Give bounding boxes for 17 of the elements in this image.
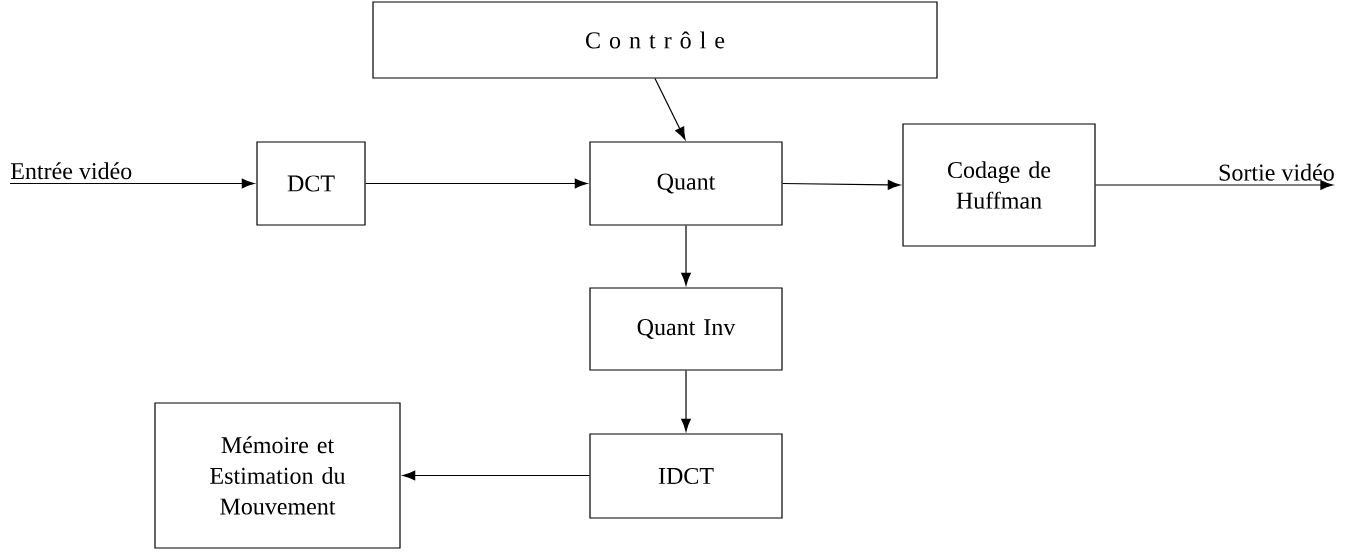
process-box: Quant xyxy=(589,141,783,226)
arrow xyxy=(1095,180,1334,190)
control-box: C o n t r ô l e xyxy=(372,1,938,79)
arrow xyxy=(681,370,691,432)
arrow xyxy=(9,178,255,189)
process-box: DCT xyxy=(256,141,366,226)
process-box: Quant Inv xyxy=(589,287,783,371)
arrow xyxy=(654,78,686,140)
process-box: IDCT xyxy=(589,433,783,519)
arrow xyxy=(681,225,691,286)
process-box: Mémoire et Estimation du Mouvement xyxy=(154,402,401,549)
process-box: Codage de Huffman xyxy=(902,123,1096,247)
arrow xyxy=(782,179,901,190)
edge-label: Sortie vidéo xyxy=(1219,163,1334,181)
edge-label: Entrée vidéo xyxy=(10,162,132,180)
arrow xyxy=(402,470,590,481)
arrow xyxy=(365,178,588,189)
